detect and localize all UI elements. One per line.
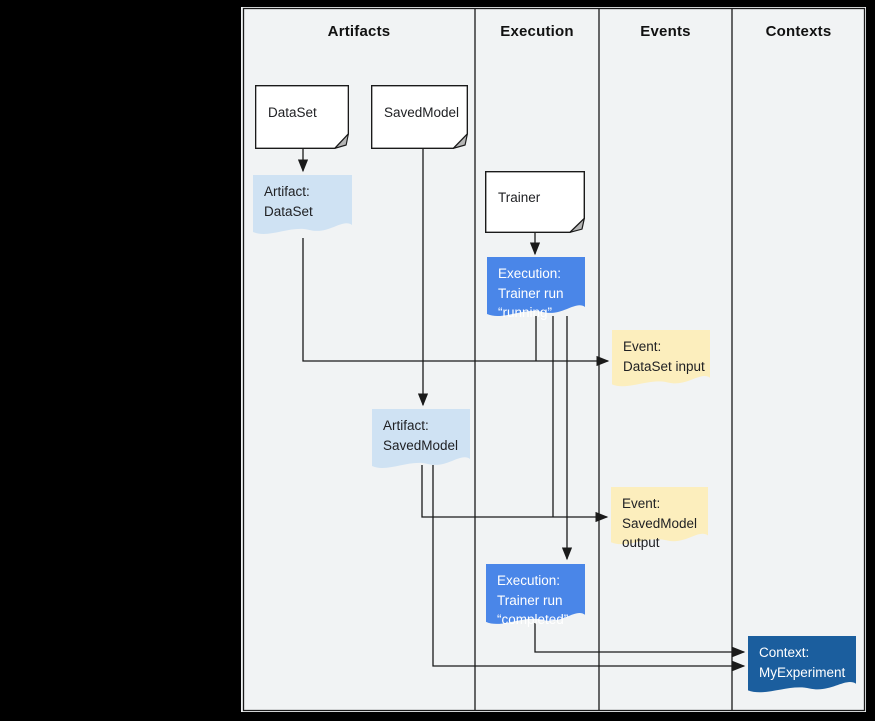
wave-shape — [612, 330, 710, 387]
node-artifact-savedmodel: Artifact: SavedModel — [372, 409, 470, 474]
node-artifact-dataset: Artifact: DataSet — [253, 175, 352, 240]
lane-header-execution: Execution — [500, 23, 574, 40]
node-trainer: Trainer — [485, 171, 585, 233]
node-dataset: DataSet — [255, 85, 349, 149]
edge-artifact-dataset-to-event — [302, 238, 610, 367]
document-shape — [371, 85, 468, 149]
node-event-dataset-input: Event: DataSet input — [612, 330, 710, 392]
node-label: DataSet — [268, 104, 317, 120]
wave-shape — [487, 257, 585, 317]
node-context-myexperiment: Context: MyExperiment — [748, 636, 856, 698]
connector-lines — [242, 7, 866, 712]
node-execution-running: Execution: Trainer run “running” — [487, 257, 585, 322]
edge-artifact-savedmodel-to-event — [421, 465, 609, 523]
wave-shape — [748, 636, 856, 693]
node-event-savedmodel-output: Event: SavedModel output — [611, 487, 708, 550]
node-label: Context: MyExperiment — [759, 645, 846, 680]
node-execution-completed: Execution: Trainer run “completed” — [486, 564, 585, 630]
wave-shape — [253, 175, 352, 235]
node-savedmodel: SavedModel — [371, 85, 468, 149]
node-label: Trainer — [498, 189, 541, 205]
lane-header-events: Events — [640, 23, 691, 40]
swimlane-border — [242, 7, 866, 712]
edge-artifact-to-context — [432, 465, 746, 672]
mlmd-swimlane-diagram: Artifacts Execution Events Contexts Data… — [241, 7, 866, 712]
wave-shape — [611, 487, 708, 545]
document-shape — [255, 85, 349, 149]
node-label: SavedModel — [384, 104, 460, 120]
lane-header-contexts: Contexts — [765, 23, 832, 40]
edge-execution-to-context — [534, 623, 746, 658]
node-label: Execution: Trainer run “completed” — [497, 573, 569, 627]
document-shape — [485, 171, 585, 233]
lane-header-artifacts: Artifacts — [327, 23, 391, 40]
wave-shape — [486, 564, 585, 624]
node-label: Event: DataSet input — [623, 339, 705, 374]
node-label: Artifact: DataSet — [264, 184, 313, 219]
wave-shape — [372, 409, 470, 469]
node-label: Execution: Trainer run “running” — [498, 266, 564, 320]
node-label: Event: SavedModel output — [622, 496, 698, 550]
node-label: Artifact: SavedModel — [383, 418, 459, 453]
